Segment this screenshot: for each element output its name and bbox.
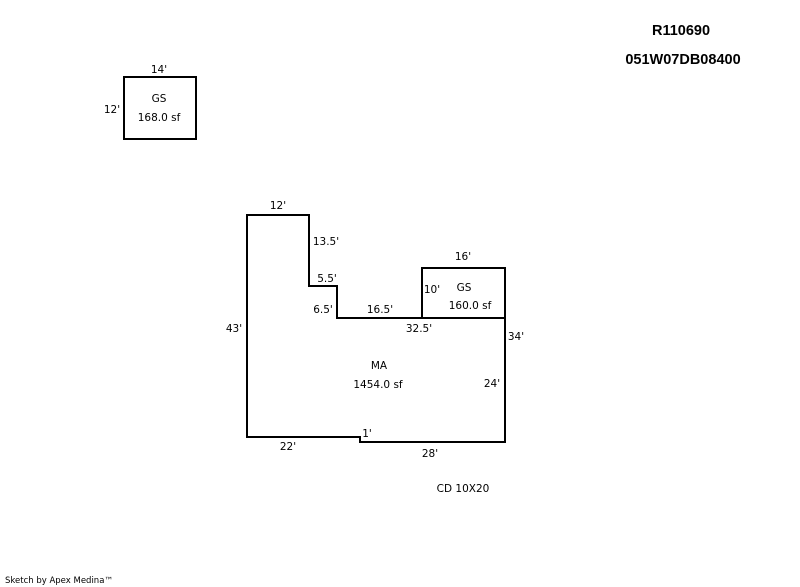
- dim-step-drop: 6.5': [313, 304, 333, 316]
- attached-garage-code: GS: [457, 282, 472, 294]
- detached-garage-width: 14': [151, 64, 167, 76]
- attached-garage-depth: 10': [424, 284, 440, 296]
- parcel-id: R110690: [652, 23, 710, 39]
- dim-right-total: 34': [508, 331, 524, 343]
- dim-left: 43': [226, 323, 242, 335]
- dim-jog: 1': [362, 428, 372, 440]
- detached-garage-depth: 12': [104, 104, 120, 116]
- attached-garage-area: 160.0 sf: [449, 300, 492, 312]
- dim-upper-right-drop: 13.5': [313, 236, 339, 248]
- detached-garage-outline: [123, 76, 197, 140]
- dim-mid-run: 16.5': [367, 304, 393, 316]
- dim-bottom-right: 28': [422, 448, 438, 460]
- attached-garage: 16' 10' GS 160.0 sf: [421, 251, 506, 319]
- detached-garage-area: 168.0 sf: [138, 112, 181, 124]
- dim-right-lower: 24': [484, 378, 500, 390]
- main-structure-outline: [246, 214, 506, 443]
- attached-garage-width: 16': [455, 251, 471, 263]
- main-structure: 12' 13.5' 5.5' 6.5' 16.5' 32.5' 43' 34' …: [226, 200, 524, 460]
- main-structure-area: 1454.0 sf: [353, 379, 403, 391]
- main-structure-code: MA: [371, 360, 388, 372]
- dim-step-top: 5.5': [317, 273, 337, 285]
- dim-bottom-left: 22': [280, 441, 296, 453]
- dim-combined-run: 32.5': [406, 323, 432, 335]
- detached-garage-code: GS: [152, 93, 167, 105]
- attached-garage-outline: [421, 267, 506, 319]
- dim-top: 12': [270, 200, 286, 212]
- map-number: 051W07DB08400: [625, 52, 740, 68]
- footer-credit: Sketch by Apex Medina™: [5, 576, 113, 586]
- note-cd: CD 10X20: [437, 483, 490, 495]
- detached-garage: 14' 12' GS 168.0 sf: [104, 64, 197, 140]
